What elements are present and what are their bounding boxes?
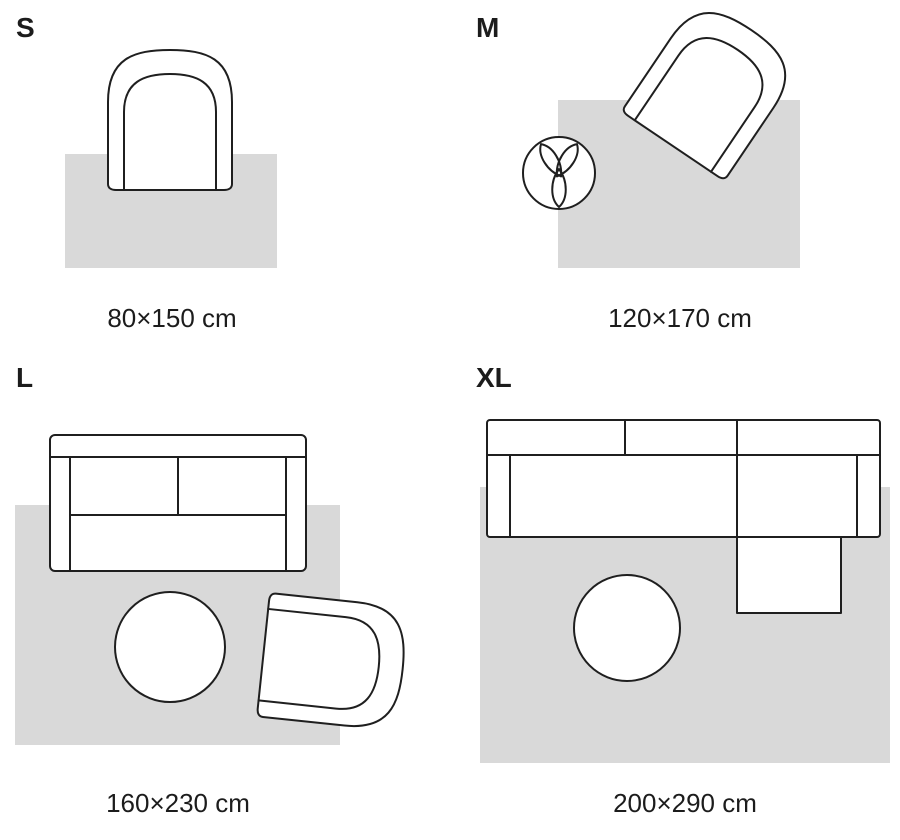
size-label-xl: XL [476,362,512,393]
size-label-l: L [16,362,34,393]
size-panel-m: M 120×170 cm [450,0,900,345]
size-label-s: S [16,12,35,43]
sectional-sofa-top-view-icon [486,419,881,614]
armchair-top-view-icon [107,49,233,191]
scene-l [15,434,411,745]
scene-s [65,49,277,268]
size-dimensions-m: 120×170 cm [608,303,752,333]
coffee-table-top-view-icon [114,591,226,703]
size-dimensions-xl: 200×290 cm [613,788,757,818]
plant-top-view-icon [522,136,596,210]
size-label-m: M [476,12,500,43]
size-dimensions-s: 80×150 cm [107,303,237,333]
sofa-top-view-icon [49,434,307,572]
size-panel-xl: XL 200×290 cm [450,345,900,840]
armchair-top-view-icon [255,592,411,732]
scene-m [522,0,804,268]
size-dimensions-l: 160×230 cm [106,788,250,818]
size-panel-l: L 160×230 cm [0,345,450,840]
scene-xl [480,419,890,763]
size-panel-s: S 80×150 cm [0,0,450,345]
coffee-table-top-view-icon [573,574,681,682]
